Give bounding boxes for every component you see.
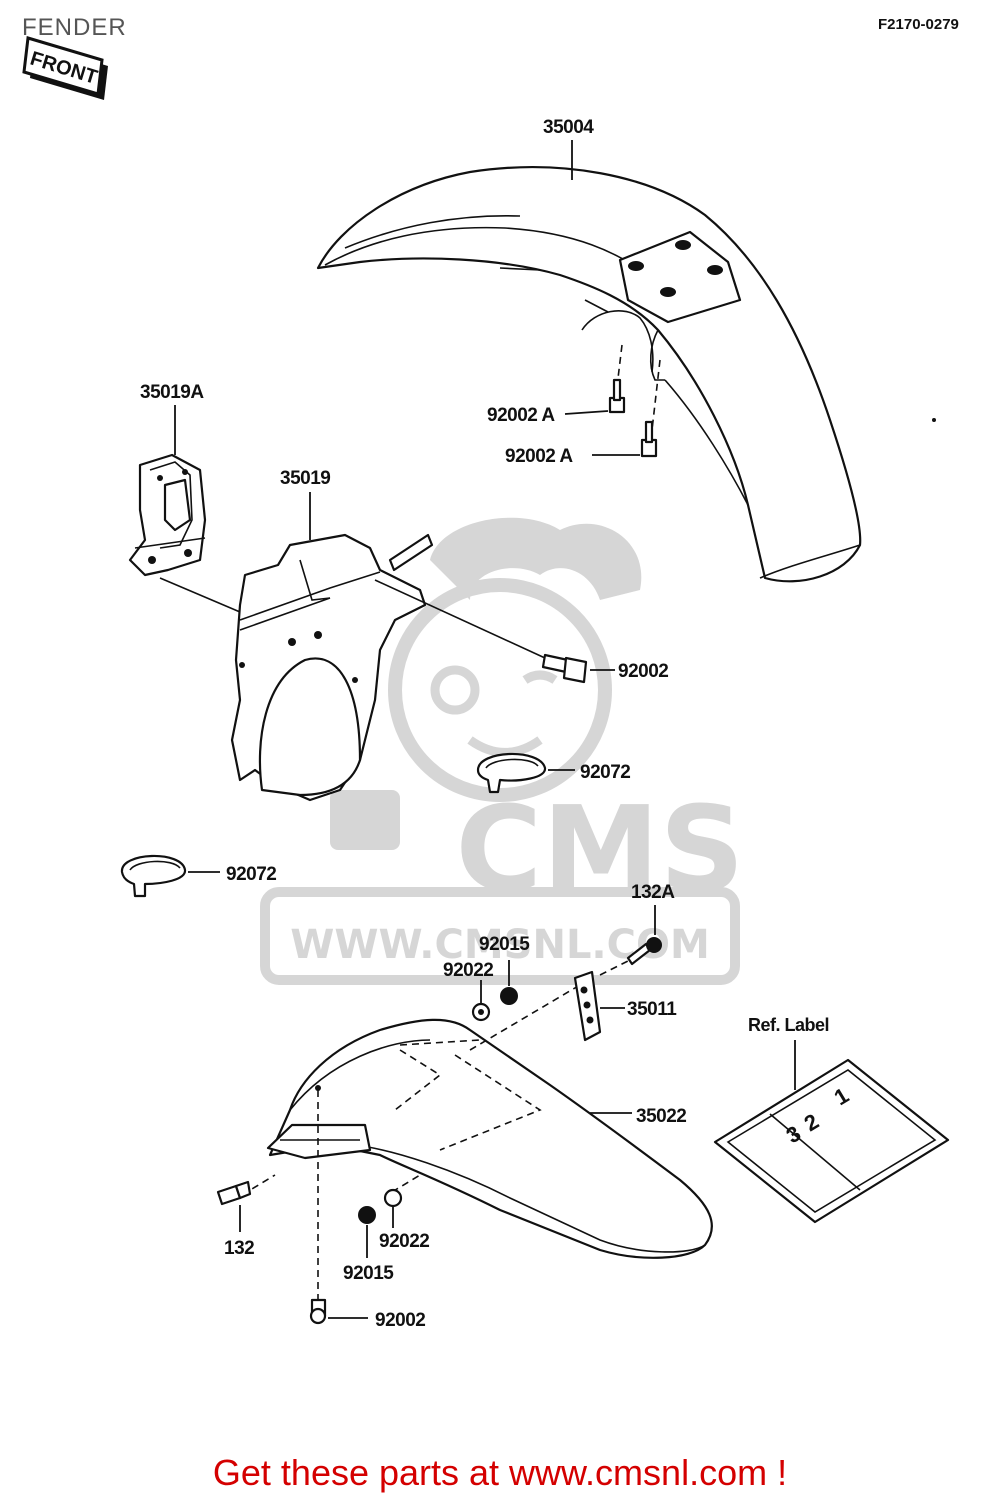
diagram-code: F2170-0279 xyxy=(878,16,959,33)
clamp-92072-left xyxy=(120,854,187,898)
front-fender-35004 xyxy=(316,166,862,583)
bolt-92002-lower xyxy=(309,1298,327,1325)
callout-132: 132 xyxy=(224,1238,254,1259)
bolt-92002A-1 xyxy=(608,378,626,414)
clamp-92072-upper xyxy=(476,752,547,794)
callout-92022-upper: 92022 xyxy=(443,960,493,981)
callout-35011: 35011 xyxy=(627,999,677,1020)
bolt-132 xyxy=(216,1180,252,1206)
nut-92015-upper xyxy=(500,987,518,1005)
washer-92022-lower xyxy=(383,1188,403,1208)
watermark-url: WWW.CMSNL.COM xyxy=(290,922,710,968)
callout-92002-lower: 92002 xyxy=(375,1310,425,1331)
plate-35011 xyxy=(573,970,602,1042)
watermark-logo: CMS WWW.CMSNL.COM xyxy=(260,517,745,985)
footer-parts-link[interactable]: Get these parts at www.cmsnl.com ! xyxy=(212,1452,788,1493)
bracket-35019A xyxy=(128,453,207,577)
callout-35019A: 35019A xyxy=(140,382,204,403)
bolt-92002A-2 xyxy=(640,420,658,458)
watermark-brand: CMS xyxy=(455,780,744,918)
callout-92002-upper: 92002 xyxy=(618,661,668,682)
ref-label-title: Ref. Label xyxy=(748,1015,829,1035)
ref-label: 3 2 1 xyxy=(713,1058,950,1224)
callout-35004: 35004 xyxy=(543,117,594,138)
bolt-132A xyxy=(626,937,662,966)
front-badge: FRONT xyxy=(22,36,108,100)
bolt-92002-upper xyxy=(541,653,588,684)
callout-92015-lower: 92015 xyxy=(343,1263,394,1284)
rear-fender-35022 xyxy=(266,1018,713,1259)
callout-35019: 35019 xyxy=(280,468,330,489)
washer-92022-upper xyxy=(471,1002,491,1022)
nut-92015-lower xyxy=(358,1206,376,1224)
callout-92002A-1: 92002 A xyxy=(487,405,555,426)
callout-35022: 35022 xyxy=(636,1106,686,1127)
callout-92002A-2: 92002 A xyxy=(505,446,573,467)
callout-92015-upper: 92015 xyxy=(479,934,530,955)
page-title: FENDER xyxy=(22,14,127,41)
callout-132A: 132A xyxy=(631,882,675,903)
callout-92022-lower: 92022 xyxy=(379,1231,429,1252)
callout-92072-upper: 92072 xyxy=(580,762,630,783)
inner-fender-35019 xyxy=(230,533,434,802)
callout-92072-left: 92072 xyxy=(226,864,276,885)
